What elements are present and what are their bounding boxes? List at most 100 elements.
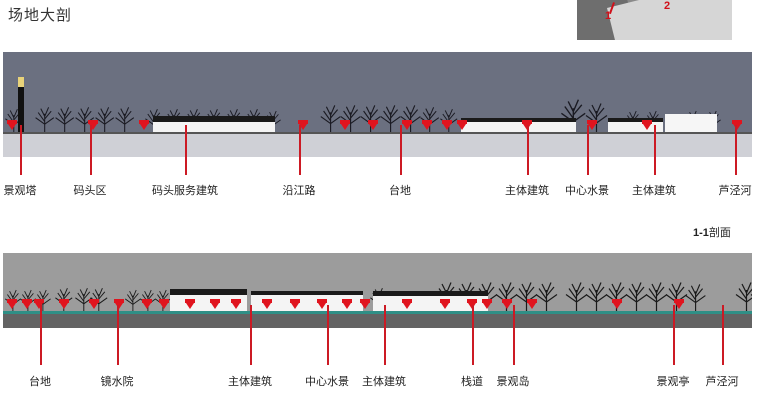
tree-icon	[513, 281, 540, 328]
tree-icon	[338, 104, 363, 157]
elevation-marker-icon	[298, 120, 308, 130]
leader-line	[40, 305, 42, 365]
elevation-marker-icon	[7, 120, 17, 130]
tree-icon	[53, 106, 76, 157]
elevation-marker-icon	[440, 299, 450, 309]
leader-line	[722, 305, 724, 365]
section-label: 码头服务建筑	[152, 184, 218, 197]
elevation-marker-icon	[442, 120, 452, 130]
key-map-label-2: 2	[664, 0, 671, 12]
tree-icon	[318, 104, 343, 157]
leader-line	[400, 125, 402, 175]
leader-line	[90, 125, 92, 175]
section-label: 景观亭	[656, 375, 690, 388]
elevation-marker-icon	[402, 299, 412, 309]
ground-section-2	[3, 311, 752, 328]
elevation-marker-icon	[89, 299, 99, 309]
key-map: 1 2	[577, 0, 732, 40]
tree-icon	[643, 281, 670, 328]
elevation-marker-icon	[674, 299, 684, 309]
section-label: 主体建筑	[228, 375, 272, 388]
elevation-marker-icon	[587, 120, 597, 130]
elevation-marker-icon	[732, 120, 742, 130]
section-2-drawing	[3, 253, 752, 328]
leader-line	[587, 125, 589, 175]
elevation-marker-icon	[612, 299, 622, 309]
elevation-marker-icon	[502, 299, 512, 309]
section-label: 主体建筑	[632, 184, 676, 197]
leader-line	[527, 125, 529, 175]
elevation-marker-icon	[360, 299, 370, 309]
main-building-3	[665, 114, 717, 134]
tree-icon	[33, 106, 56, 157]
section-label: 主体建筑	[362, 375, 406, 388]
tree-icon	[73, 287, 95, 328]
elevation-marker-icon	[402, 120, 412, 130]
section-label: 台地	[389, 184, 411, 197]
elevation-marker-icon	[642, 120, 652, 130]
leader-line	[513, 305, 515, 365]
section-label: 沿江路	[282, 184, 316, 197]
section-label: 台地	[29, 375, 51, 388]
section-label: 镜水院	[100, 375, 134, 388]
elevation-marker-icon	[210, 299, 220, 309]
tree-icon	[73, 106, 96, 157]
section-label: 芦泾河	[718, 184, 752, 197]
ground-section-1	[3, 132, 752, 157]
section-label: 芦泾河	[705, 375, 739, 388]
elevation-marker-icon	[262, 299, 272, 309]
elevation-marker-icon	[7, 299, 17, 309]
tree-icon	[123, 289, 143, 328]
leader-line	[654, 125, 656, 175]
tree-icon	[683, 283, 708, 328]
elevation-marker-icon	[317, 299, 327, 309]
section-1-drawing	[3, 52, 752, 157]
leader-line	[20, 125, 22, 175]
section-label: 中心水景	[565, 184, 609, 197]
elevation-marker-icon	[527, 299, 537, 309]
key-map-label-1: 1	[605, 10, 612, 22]
elevation-marker-icon	[290, 299, 300, 309]
tree-icon	[733, 281, 752, 328]
page-title: 场地大剖	[8, 6, 73, 24]
elevation-marker-icon	[22, 299, 32, 309]
tree-icon	[563, 281, 590, 328]
section-title: 1-1剖面	[693, 226, 731, 239]
elevation-marker-icon	[482, 299, 492, 309]
leader-line	[327, 305, 329, 365]
elevation-marker-icon	[342, 299, 352, 309]
section-label: 码头区	[73, 184, 107, 197]
elevation-marker-icon	[34, 299, 44, 309]
leader-line	[673, 305, 675, 365]
tree-icon	[623, 281, 650, 328]
section-label: 中心水景	[305, 375, 349, 388]
section-label: 景观塔	[3, 184, 37, 197]
elevation-marker-icon	[88, 120, 98, 130]
tree-icon	[378, 104, 403, 157]
elevation-marker-icon	[231, 299, 241, 309]
leader-line	[117, 305, 119, 365]
leader-line	[472, 305, 474, 365]
elevation-marker-icon	[185, 299, 195, 309]
elevation-marker-icon	[142, 299, 152, 309]
section-label: 栈道	[461, 375, 483, 388]
leader-line	[299, 125, 301, 175]
elevation-marker-icon	[59, 299, 69, 309]
leader-line	[185, 125, 187, 175]
leader-line	[250, 305, 252, 365]
elevation-marker-icon	[457, 120, 467, 130]
elevation-marker-icon	[422, 120, 432, 130]
leader-line	[384, 305, 386, 365]
elevation-marker-icon	[114, 299, 124, 309]
elevation-marker-icon	[139, 120, 149, 130]
tree-icon	[583, 281, 610, 328]
tree-icon	[113, 106, 136, 157]
tree-icon	[533, 281, 560, 328]
landscape-tower	[18, 77, 24, 132]
section-label: 主体建筑	[505, 184, 549, 197]
tree-icon	[93, 106, 116, 157]
elevation-marker-icon	[340, 120, 350, 130]
section-label: 景观岛	[496, 375, 530, 388]
elevation-marker-icon	[368, 120, 378, 130]
leader-line	[735, 125, 737, 175]
